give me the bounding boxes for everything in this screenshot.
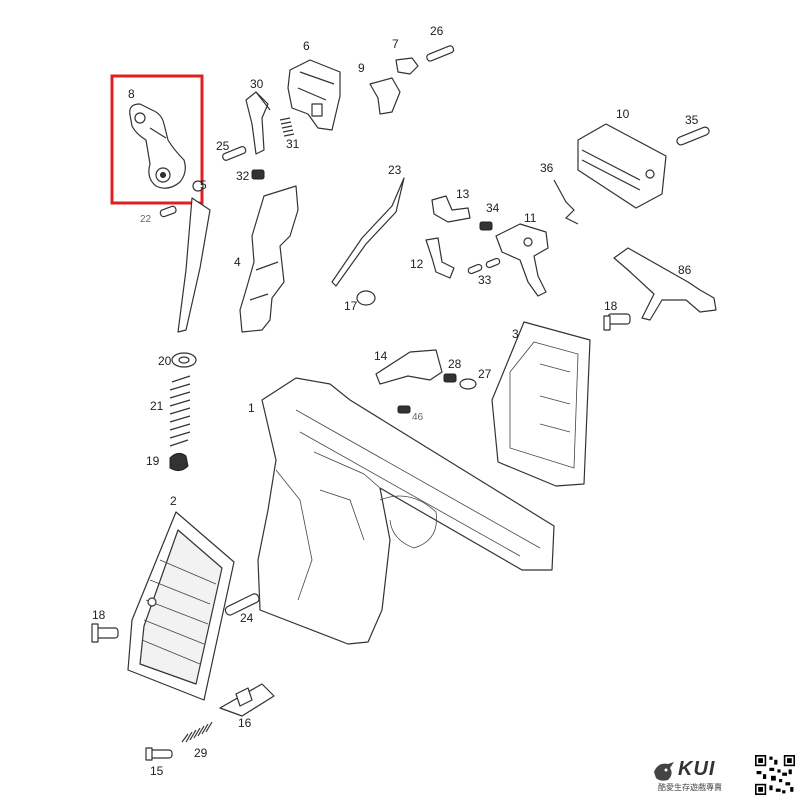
label-3: 3 [512, 327, 519, 341]
part-29-spring [181, 721, 213, 743]
label-7: 7 [392, 37, 399, 51]
label-17: 17 [344, 299, 358, 313]
label-16: 16 [238, 716, 252, 730]
label-19: 19 [146, 454, 160, 468]
part-15-screw [145, 747, 173, 761]
part-13-block [431, 195, 471, 223]
part-18-screw-right [603, 313, 631, 331]
label-33: 33 [478, 273, 492, 287]
label-26: 26 [430, 24, 444, 38]
label-18-right: 18 [604, 299, 618, 313]
brand-name: KUI [678, 758, 716, 780]
part-33-pins [467, 257, 501, 275]
part-35-pin [676, 126, 710, 146]
label-8: 8 [128, 87, 135, 101]
part-6-sear-housing [287, 59, 341, 131]
part-5-hammer-strut [177, 180, 211, 333]
part-27-plunger [459, 378, 477, 390]
label-35: 35 [685, 113, 699, 127]
label-11: 11 [524, 211, 537, 225]
part-4-trigger-bar [239, 185, 299, 333]
label-30: 30 [250, 77, 264, 91]
highlight-box [110, 74, 204, 205]
part-19-spring-cap [169, 452, 189, 472]
label-27: 27 [478, 367, 492, 381]
part-32-screw [251, 169, 265, 180]
label-13: 13 [456, 187, 470, 201]
qr-code-icon [755, 755, 795, 795]
part-31-spring [279, 117, 295, 137]
part-25-pin [222, 146, 247, 161]
label-4: 4 [234, 255, 241, 269]
label-20: 20 [158, 354, 172, 368]
label-2: 2 [170, 494, 177, 508]
label-18-left: 18 [92, 608, 106, 622]
part-7-lever [395, 57, 419, 75]
part-21-mainspring [169, 375, 191, 447]
part-1-frame [257, 377, 555, 645]
part-22-pin [159, 205, 177, 218]
brand-tagline: 酷愛生存遊戲專賣 [658, 783, 722, 792]
label-24: 24 [240, 611, 254, 625]
part-10-rail-block [577, 123, 667, 209]
label-5: 5 [200, 178, 207, 192]
label-29: 29 [194, 746, 208, 760]
part-30-sear-spring [245, 91, 271, 155]
part-14-safety [375, 349, 443, 385]
part-8-hammer [129, 103, 186, 189]
label-14: 14 [374, 349, 388, 363]
label-25: 25 [216, 139, 230, 153]
label-32: 32 [236, 169, 250, 183]
part-3-grip-frame [491, 321, 591, 487]
part-34-spring [479, 221, 493, 231]
label-22: 22 [140, 214, 152, 225]
part-24-pin [224, 593, 260, 616]
part-26-pin [426, 45, 455, 62]
label-36: 36 [540, 161, 554, 175]
label-1: 1 [248, 401, 255, 415]
label-28: 28 [448, 357, 462, 371]
part-18-screw-left [91, 623, 119, 643]
label-6: 6 [303, 39, 310, 53]
part-20-washer [171, 352, 197, 368]
label-23: 23 [388, 163, 402, 177]
part-28-spring [443, 373, 457, 383]
part-17-plug [356, 290, 376, 306]
part-9-disconnector [369, 77, 401, 115]
label-34: 34 [486, 201, 500, 215]
part-86-slide-stop [613, 247, 717, 321]
label-15: 15 [150, 764, 164, 778]
label-10: 10 [616, 107, 630, 121]
label-21: 21 [150, 399, 164, 413]
part-36-wire-spring [553, 179, 579, 225]
part-46-screw [397, 405, 411, 414]
label-9: 9 [358, 61, 365, 75]
wolf-head-icon [654, 762, 674, 781]
part-11-trigger [495, 223, 549, 297]
label-12: 12 [410, 257, 424, 271]
label-31: 31 [286, 137, 300, 151]
part-16-mag-catch [219, 683, 275, 717]
brand-logo: KUI 酷愛生存遊戲專賣 [648, 756, 752, 796]
label-46: 46 [412, 412, 424, 423]
part-2-grip-panel [127, 511, 235, 701]
label-86: 86 [678, 263, 692, 277]
part-23-leaf-spring [331, 177, 405, 287]
part-12-lever [425, 237, 455, 279]
